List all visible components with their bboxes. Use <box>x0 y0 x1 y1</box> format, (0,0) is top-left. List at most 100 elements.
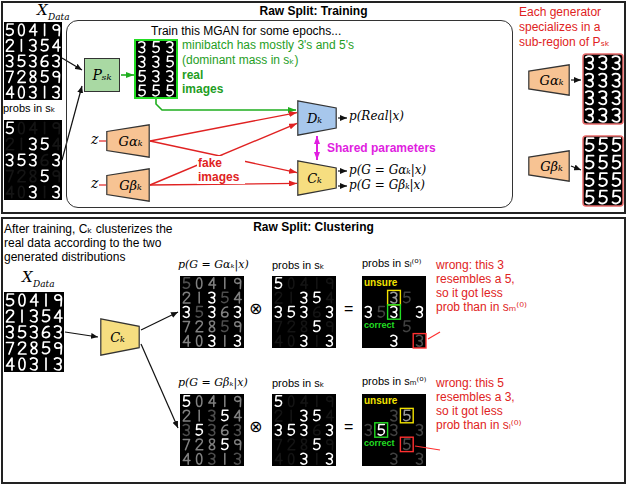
handwritten-digit <box>18 170 25 182</box>
handwritten-digit <box>209 396 216 407</box>
handwritten-digit <box>139 42 145 53</box>
handwritten-digit <box>196 307 202 318</box>
handwritten-digit <box>30 170 36 182</box>
handwritten-digit <box>301 292 307 303</box>
subscript: Data <box>48 12 70 22</box>
handwritten-digit <box>365 425 371 436</box>
handwritten-digit <box>6 24 13 35</box>
subscript: Data <box>33 279 55 289</box>
handwritten-digit <box>599 74 606 87</box>
arrow-line <box>65 332 98 337</box>
handwritten-digit <box>613 91 620 104</box>
digit-image <box>180 276 244 348</box>
operator: = <box>344 300 353 318</box>
handwritten-digit <box>31 358 38 370</box>
handwritten-digit <box>235 440 241 450</box>
handwritten-digit <box>275 292 282 303</box>
handwritten-digit <box>45 358 47 370</box>
handwritten-digit <box>326 292 333 303</box>
handwritten-digit <box>222 439 228 450</box>
handwritten-digit <box>41 138 48 149</box>
handwritten-digit <box>586 74 593 87</box>
handwritten-digit <box>314 439 320 450</box>
note: wrong: this 3 resembles a 5, so it got l… <box>436 258 528 314</box>
handwritten-digit <box>53 138 60 150</box>
trapezoid-shape <box>107 169 149 201</box>
handwritten-digit <box>19 294 25 306</box>
handwritten-digit <box>327 322 333 332</box>
handwritten-digit <box>224 278 226 289</box>
handwritten-digit <box>234 292 241 303</box>
handwritten-digit <box>416 335 422 346</box>
handwritten-digit <box>30 154 36 166</box>
handwritten-digit <box>301 278 308 289</box>
handwritten-digit <box>316 278 318 289</box>
handwritten-digit <box>6 55 12 67</box>
handwritten-digit <box>275 439 281 449</box>
note: minibatch has mostly 3's and 5's (domina… <box>182 38 354 68</box>
arrow-line <box>99 184 106 185</box>
generator: Gβₖ <box>106 168 150 202</box>
handwritten-digit <box>30 138 36 150</box>
handwritten-digit <box>6 122 13 133</box>
digit-image <box>362 394 426 466</box>
handwritten-digit <box>153 56 159 67</box>
handwritten-digit <box>209 439 214 450</box>
digit-image <box>4 22 62 100</box>
handwritten-digit <box>224 335 226 346</box>
handwritten-digit <box>197 278 202 289</box>
trapezoid-shape <box>298 161 336 195</box>
connector <box>150 123 297 185</box>
highlight-box <box>413 334 426 348</box>
variable-name: X <box>37 2 48 19</box>
handwritten-digit <box>30 55 36 67</box>
handwritten-digit <box>234 425 240 436</box>
handwritten-digit <box>30 71 36 83</box>
handwritten-digit <box>586 91 593 104</box>
handwritten-digit <box>6 86 13 98</box>
handwritten-digit <box>404 292 410 303</box>
handwritten-digit <box>301 307 307 318</box>
handwritten-digit <box>234 410 241 421</box>
trapezoid-shape <box>529 151 569 181</box>
arrow-line <box>571 166 581 170</box>
handwritten-digit <box>365 307 371 318</box>
handwritten-digit <box>196 321 203 332</box>
handwritten-digit <box>18 71 25 83</box>
handwritten-digit <box>41 155 48 166</box>
handwritten-digit <box>275 307 281 318</box>
handwritten-digit <box>53 154 59 166</box>
digit-image <box>180 394 244 466</box>
handwritten-digit <box>139 71 145 82</box>
handwritten-digit <box>404 410 410 421</box>
handwritten-digit <box>53 55 59 67</box>
handwritten-digit <box>326 425 332 436</box>
handwritten-digit <box>6 171 13 182</box>
handwritten-digit <box>55 310 63 322</box>
handwritten-digit <box>30 122 37 134</box>
handwritten-digit <box>21 310 23 322</box>
handwritten-digit <box>289 278 294 289</box>
handwritten-digit <box>167 42 173 53</box>
handwritten-digit <box>301 439 306 450</box>
handwritten-digit <box>30 40 36 52</box>
handwritten-digit <box>6 186 13 198</box>
handwritten-digit <box>326 453 332 464</box>
handwritten-digit <box>327 440 333 450</box>
digit-image <box>4 292 64 372</box>
digit-image <box>4 120 62 200</box>
handwritten-digit <box>234 307 240 318</box>
block-name: Cₖ <box>307 171 322 186</box>
handwritten-digit <box>235 322 241 332</box>
note: After training, Cₖ clusterizes the real … <box>4 222 188 264</box>
handwritten-digit <box>599 191 607 204</box>
highlight-box <box>388 290 401 304</box>
handwritten-digit <box>183 425 189 436</box>
handwritten-digit <box>234 335 240 346</box>
handwritten-digit <box>391 410 397 421</box>
handwritten-digit <box>314 321 320 332</box>
discriminator: Dₖ <box>297 100 337 136</box>
annotation: correct <box>363 438 396 448</box>
annotation: unsure <box>363 395 398 407</box>
